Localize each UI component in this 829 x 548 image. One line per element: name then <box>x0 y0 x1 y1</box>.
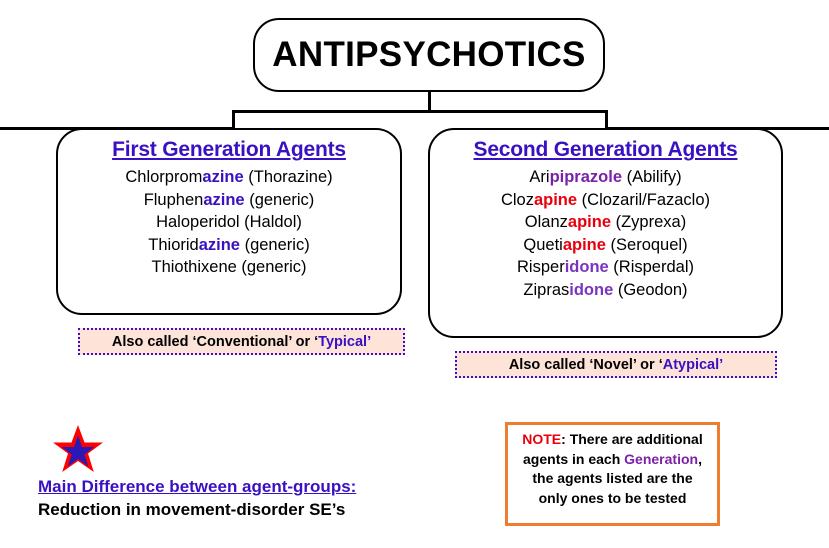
connector-branch-left <box>232 110 235 129</box>
agent-name-prefix: Chlorprom <box>125 168 203 186</box>
agent-name-stem: azine <box>198 235 240 254</box>
typical-callout-prefix: Also called ‘Conventional’ or ‘ <box>111 333 319 350</box>
atypical-callout-text: Also called ‘Novel’ or ‘Atypical’ <box>509 357 723 373</box>
main-difference-subheading: Reduction in movement-disorder SE’s <box>38 500 346 519</box>
page-title: ANTIPSYCHOTICS <box>272 35 586 74</box>
agent-name-stem: piprazole <box>549 168 622 186</box>
atypical-callout-suffix: ’ <box>719 356 724 373</box>
atypical-callout-accent: Atypical <box>662 356 720 373</box>
antipsychotics-title-box: ANTIPSYCHOTICS <box>253 18 605 92</box>
agent-name-prefix: Risper <box>517 258 565 276</box>
agent-name-prefix: Olanz <box>524 213 568 231</box>
star-icon <box>52 424 104 474</box>
agent-row: Risperidone (Risperdal) <box>430 256 781 279</box>
note-box: NOTE: There are additional agents in eac… <box>505 422 720 526</box>
agent-brand: (Risperdal) <box>608 258 694 276</box>
agent-row: Olanzapine (Zyprexa) <box>430 211 781 234</box>
agent-name-stem: apine <box>567 213 612 231</box>
note-generation-accent: Generation <box>624 450 699 467</box>
agent-brand: (generic) <box>244 190 315 209</box>
connector-stem-vertical <box>428 92 431 111</box>
agent-row: Aripiprazole (Abilify) <box>430 166 781 189</box>
typical-callout-box: Also called ‘Conventional’ or ‘Typical’ <box>78 328 405 355</box>
agent-name-stem: azine <box>202 168 244 186</box>
note-label: NOTE <box>522 431 562 447</box>
agent-name-prefix: Thiothixene (generic) <box>151 258 307 276</box>
agent-brand: (Zyprexa) <box>611 213 687 231</box>
second-generation-heading: Second Generation Agents <box>473 138 738 161</box>
second-generation-agents-box: Second Generation Agents Aripiprazole (A… <box>428 128 783 338</box>
agent-brand: (Abilify) <box>622 168 682 186</box>
connector-branch-right <box>605 110 608 129</box>
agent-name-prefix: Fluphen <box>143 190 204 209</box>
agent-name-stem: apine <box>533 190 578 209</box>
note-line-3: the agents listed are the <box>532 470 693 486</box>
typical-callout-text: Also called ‘Conventional’ or ‘Typical’ <box>112 334 371 350</box>
agent-brand: (Thorazine) <box>243 168 333 186</box>
main-difference-heading: Main Difference between agent-groups: <box>38 477 357 496</box>
agent-brand: (Clozaril/Fazaclo) <box>577 190 711 209</box>
note-line-1: NOTE: There are additional <box>514 430 711 450</box>
first-generation-agent-list: Chlorpromazine (Thorazine) Fluphenazine … <box>58 166 400 279</box>
note-line-4: only ones to be tested <box>538 489 687 506</box>
agent-name-stem: azine <box>203 190 245 209</box>
note-line-1-rest: : There are additional <box>561 431 703 447</box>
agent-row: Clozapine (Clozaril/Fazaclo) <box>430 189 781 212</box>
atypical-callout-prefix: Also called ‘Novel’ or ‘ <box>508 356 663 373</box>
agent-row: Thioridazine (generic) <box>58 234 400 257</box>
agent-brand: (Seroquel) <box>605 235 688 254</box>
agent-brand: (generic) <box>240 235 310 254</box>
agent-row: Fluphenazine (generic) <box>58 189 400 212</box>
first-generation-heading: First Generation Agents <box>112 138 346 161</box>
agent-name-prefix: Queti <box>523 235 563 254</box>
typical-callout-suffix: ’ <box>367 333 372 350</box>
typical-callout-accent: Typical <box>318 333 368 350</box>
agent-name-stem: idone <box>569 280 614 299</box>
agent-row: Haloperidol (Haldol) <box>58 211 400 234</box>
connector-horizontal <box>232 110 607 113</box>
agent-name-stem: apine <box>562 235 606 254</box>
note-line-2-prefix: agents in each <box>523 450 625 467</box>
agent-name-stem: idone <box>564 258 609 276</box>
agent-row: Thiothixene (generic) <box>58 256 400 279</box>
agent-name-prefix: Cloz <box>500 190 534 209</box>
note-line-2-suffix: , <box>698 450 702 467</box>
agent-name-prefix: Zipras <box>523 280 570 299</box>
agent-brand: (Geodon) <box>613 280 688 299</box>
agent-row: Quetiapine (Seroquel) <box>430 234 781 257</box>
atypical-callout-box: Also called ‘Novel’ or ‘Atypical’ <box>455 351 777 378</box>
note-line-2: agents in each Generation, <box>514 450 711 470</box>
agent-row: Ziprasidone (Geodon) <box>430 279 781 302</box>
agent-name-prefix: Ari <box>529 168 550 186</box>
second-generation-agent-list: Aripiprazole (Abilify) Clozapine (Clozar… <box>430 166 781 301</box>
agent-name-prefix: Thiorid <box>148 235 199 254</box>
agent-name-prefix: Haloperidol (Haldol) <box>156 213 302 231</box>
agent-row: Chlorpromazine (Thorazine) <box>58 166 400 189</box>
first-generation-agents-box: First Generation Agents Chlorpromazine (… <box>56 128 402 315</box>
